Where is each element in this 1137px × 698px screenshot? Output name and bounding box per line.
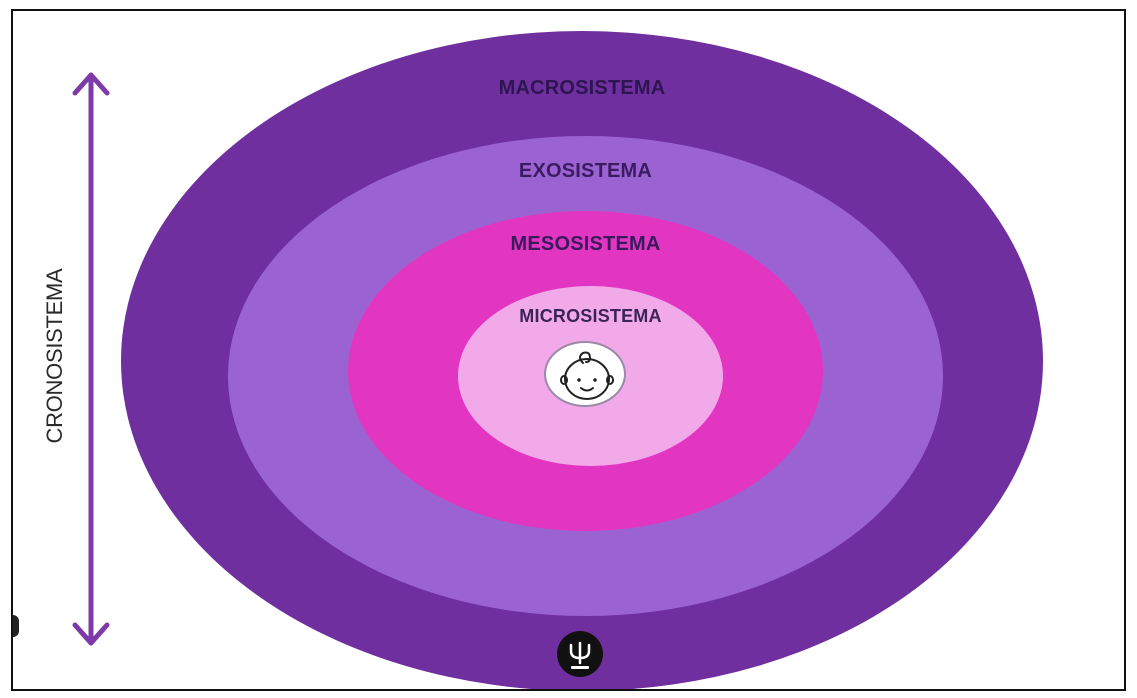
time-axis-arrow [69,69,113,654]
exosistema-label: EXOSISTEMA [518,160,653,182]
cronosistema-label: CRONOSISTEMA [42,268,67,444]
edge-mark [13,615,19,637]
mesosistema-label: MESOSISTEMA [510,233,661,255]
microsistema-ring: MICROSISTEMA [458,286,723,466]
diagram-frame: MACROSISTEMA EXOSISTEMA MESOSISTEMA MICR… [11,9,1126,691]
psi-logo-icon [557,631,603,677]
baby-face-icon [544,341,626,407]
microsistema-label: MICROSISTEMA [519,306,662,326]
macrosistema-label: MACROSISTEMA [498,77,666,99]
